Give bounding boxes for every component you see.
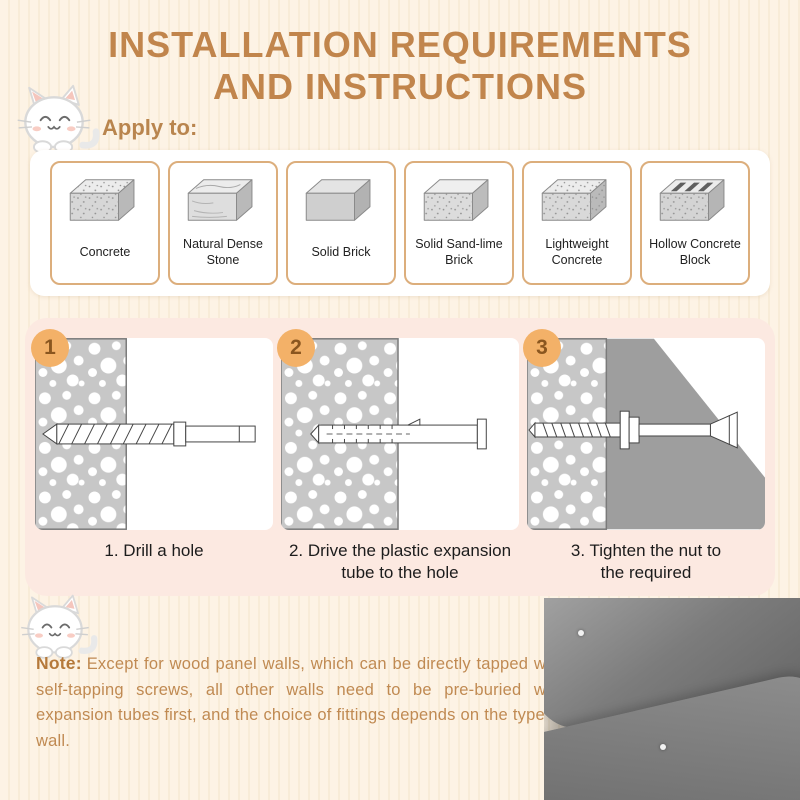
wall-type-label: Solid Brick <box>311 245 371 260</box>
wall-types-panel: Concrete Natural Dense Stone Solid Brick <box>30 150 770 296</box>
step-2-caption: 2. Drive the plastic expansion tube to t… <box>288 541 512 583</box>
hollow-concrete-block-icon <box>659 179 725 221</box>
step-3-number-badge: 3 <box>523 329 561 367</box>
natural-dense-stone-icon <box>187 179 253 221</box>
step-1-caption: 1. Drill a hole <box>104 541 204 560</box>
step-3: 3 <box>523 329 765 596</box>
note-label: Note: <box>36 653 82 673</box>
concrete-block-icon <box>69 179 135 221</box>
wall-type-card-natural-dense-stone: Natural Dense Stone <box>168 161 278 285</box>
step-3-image <box>527 338 765 530</box>
step-2: 2 2. Drive the plastic expansi <box>277 329 519 596</box>
step-1-image <box>35 338 273 530</box>
wall-type-label: Lightweight Concrete <box>545 237 609 267</box>
screw-head-dot <box>578 630 584 636</box>
note: Note:Except for wood panel walls, which … <box>36 650 564 754</box>
product-photo <box>544 598 800 800</box>
wall-type-label: Solid Sand-lime Brick <box>415 237 503 267</box>
screw-head-dot <box>660 744 666 750</box>
wall-type-card-concrete: Concrete <box>50 161 160 285</box>
drill-bit-illustration <box>35 338 256 530</box>
step-2-image <box>281 338 519 530</box>
apply-to-label: Apply to: <box>102 115 198 140</box>
screw-and-nut-illustration <box>527 338 765 530</box>
page-title-line2: AND INSTRUCTIONS <box>213 66 587 108</box>
step-1-number-badge: 1 <box>31 329 69 367</box>
step-3-caption: 3. Tighten the nut to the required <box>570 541 722 583</box>
wall-type-card-solid-sand-lime-brick: Solid Sand-lime Brick <box>404 161 514 285</box>
page-title-line1: INSTALLATION REQUIREMENTS <box>108 24 692 65</box>
solid-brick-icon <box>305 179 371 221</box>
wall-type-card-lightweight-concrete: Lightweight Concrete <box>522 161 632 285</box>
wall-type-card-hollow-concrete-block: Hollow Concrete Block <box>640 161 750 285</box>
wall-type-card-solid-brick: Solid Brick <box>286 161 396 285</box>
cat-illustration-bottom <box>21 594 98 659</box>
expansion-tube-illustration <box>281 338 487 530</box>
wall-type-label: Hollow Concrete Block <box>649 237 741 267</box>
cat-illustration-top <box>17 84 100 154</box>
solid-sand-lime-brick-icon <box>423 179 489 221</box>
page-title: INSTALLATION REQUIREMENTS AND INSTRUCTIO… <box>0 24 800 109</box>
installation-steps-panel: 1 <box>25 318 775 596</box>
wall-type-label: Natural Dense Stone <box>183 237 263 267</box>
step-1: 1 <box>31 329 273 596</box>
lightweight-concrete-icon <box>541 179 607 221</box>
note-text: Except for wood panel walls, which can b… <box>36 655 564 750</box>
step-2-number-badge: 2 <box>277 329 315 367</box>
wall-type-label: Concrete <box>79 245 131 260</box>
